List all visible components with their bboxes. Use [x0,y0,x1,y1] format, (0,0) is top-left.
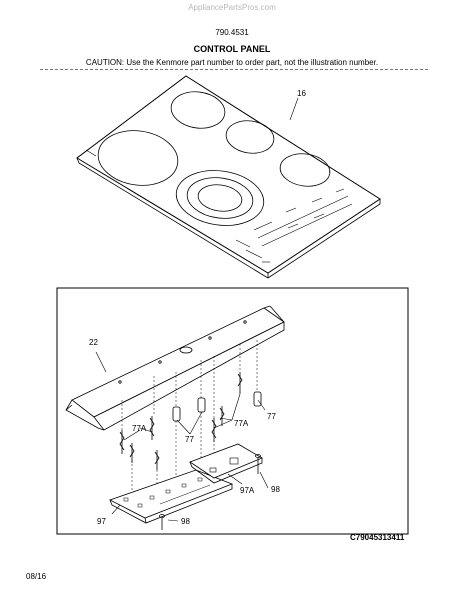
burner-rear-left [170,91,226,129]
caution-note: CAUTION: Use the Kenmore part number to … [85,58,379,67]
touch-control-markings [235,188,353,263]
callout-98-right: 98 [271,485,280,494]
callout-16: 16 [297,89,306,98]
callout-22: 22 [89,338,98,347]
callout-97a: 97A [240,486,255,495]
screws [159,454,261,530]
callout-77-right: 77 [267,412,276,421]
control-board-secondary [189,443,263,484]
control-panel-housing [65,305,285,431]
callout-77a-right: 77A [234,419,249,428]
control-board-main [108,469,234,524]
burner-center [225,120,275,154]
header-divider [40,69,428,70]
leader-16 [289,97,299,121]
watermark-text: AppliancePartsPros.com [188,3,276,12]
panel-hole [179,346,193,354]
burner-dual-front [175,170,265,226]
burner-right [279,153,331,187]
leader-lines [111,393,269,522]
spacers [172,391,262,422]
leader-22 [95,351,107,373]
callout-98-bottom: 98 [181,517,190,526]
burner-front-left [97,130,179,186]
model-number: 790.4531 [215,28,249,37]
callout-97: 97 [97,517,106,526]
section-title: CONTROL PANEL [193,44,271,54]
cooktop-glass-top [76,75,381,279]
callout-77a-left: 77A [132,424,147,433]
revision-date: 08/16 [26,572,47,581]
inset-box [56,287,409,535]
illustration-reference-code: C79045313411 [350,533,405,542]
callout-77-mid: 77 [185,435,194,444]
